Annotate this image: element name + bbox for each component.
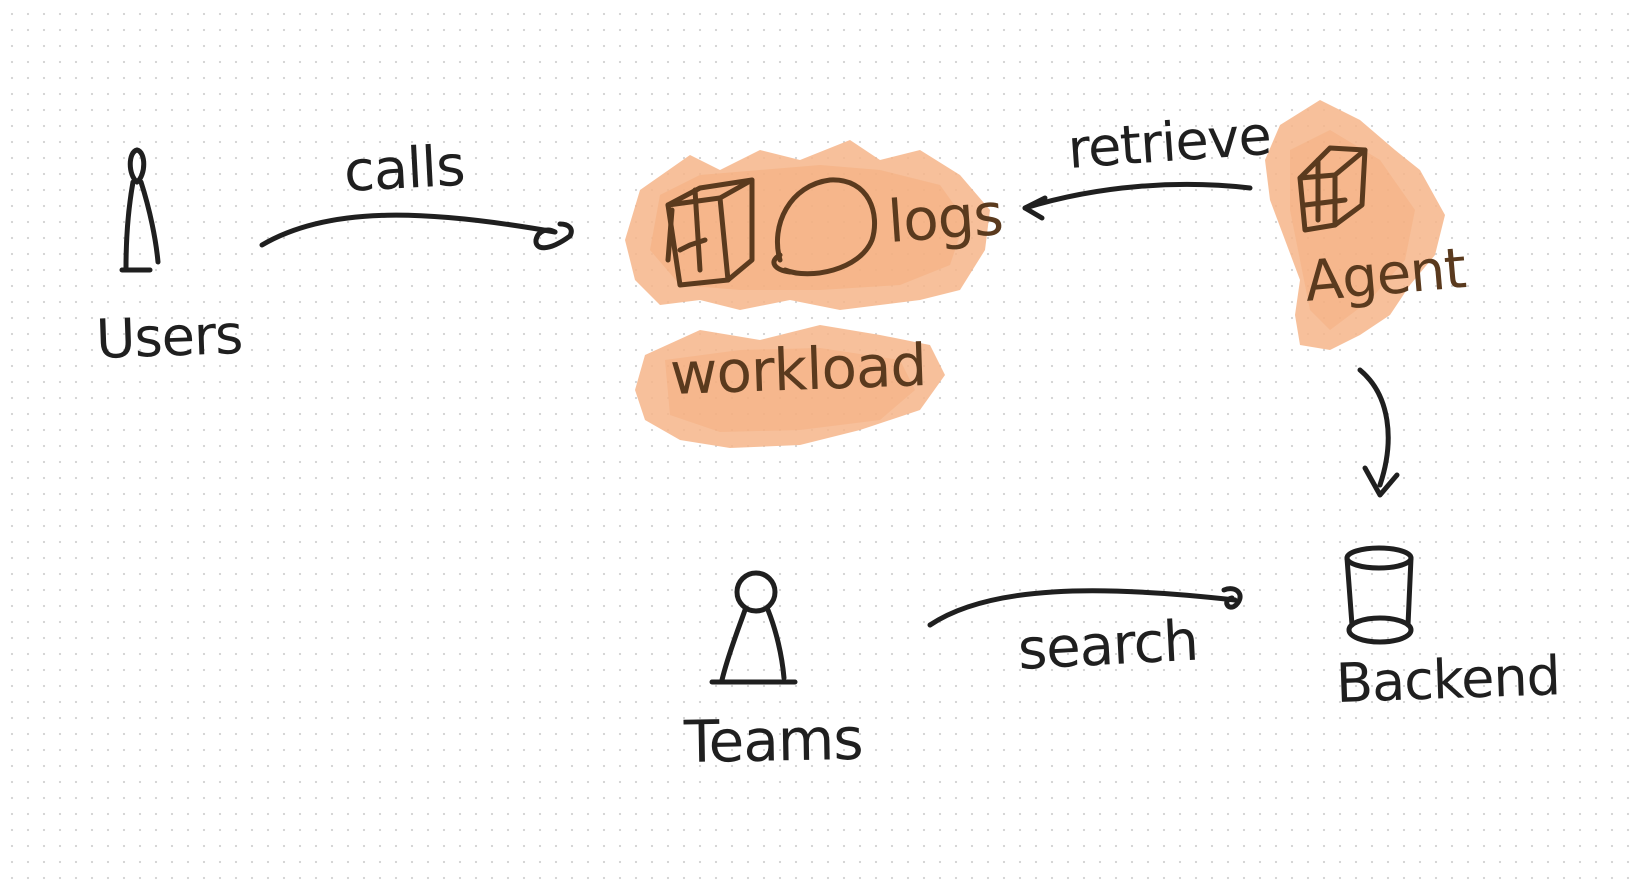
users-label: Users — [94, 302, 244, 371]
retrieve-arrow — [1022, 181, 1253, 221]
backend-label: Backend — [1334, 644, 1561, 715]
users-person-icon — [119, 147, 161, 273]
workload-loop-arrow-icon — [771, 177, 878, 277]
workload-label: workload — [668, 331, 928, 408]
agent-to-backend-arrow — [1357, 367, 1400, 498]
highlight-workload-label — [635, 325, 945, 448]
calls-arrow — [259, 212, 574, 251]
backend-database-cylinder-icon — [1344, 545, 1414, 645]
highlight-agent — [1265, 100, 1445, 350]
search-arrow — [927, 586, 1243, 628]
calls-label: calls — [342, 133, 466, 205]
agent-cube-icon — [1297, 145, 1368, 233]
search-label: search — [1016, 608, 1200, 683]
workload-cube-icon — [665, 177, 755, 288]
teams-label: Teams — [683, 704, 864, 776]
teams-person-icon — [709, 570, 798, 685]
highlight-workload-logs — [625, 140, 990, 310]
logs-label: logs — [885, 180, 1005, 256]
